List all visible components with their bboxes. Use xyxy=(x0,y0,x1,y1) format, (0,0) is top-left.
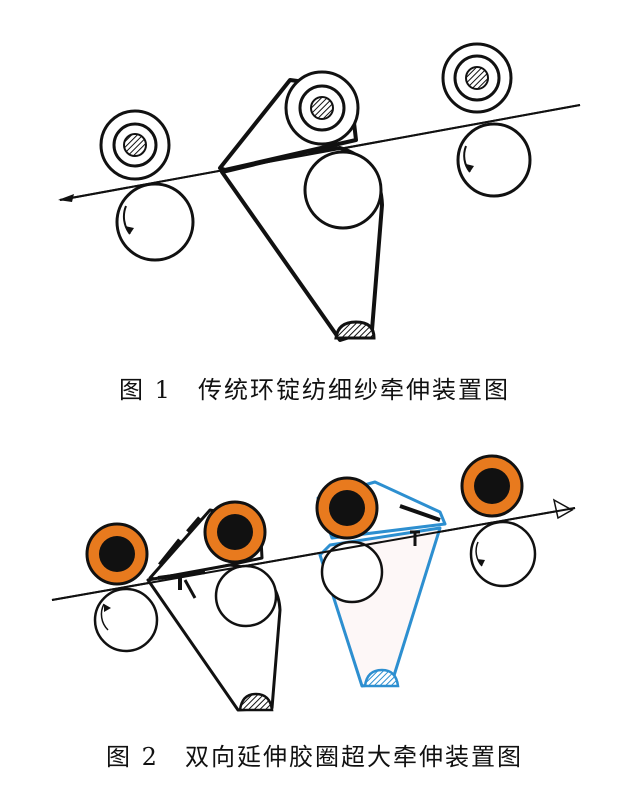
back-top-roller xyxy=(460,454,524,518)
front-bottom-roller xyxy=(93,587,159,653)
front-top-roller xyxy=(85,522,149,586)
blue-tension-bar xyxy=(363,668,400,688)
figure-2-diagram xyxy=(51,454,576,712)
figure-1-label: 图 1 xyxy=(119,376,172,404)
figure-2-caption: 图 2 双向延伸胶圈超大牵伸装置图 xyxy=(0,737,629,772)
back-bottom-roller xyxy=(469,520,537,588)
yarn-arrow-icon xyxy=(552,498,574,520)
back-bottom-roller xyxy=(456,122,532,198)
tension-bar xyxy=(334,320,376,340)
back-top-roller xyxy=(441,42,513,114)
rotation-arrow-icon xyxy=(100,603,109,631)
figure-2-label: 图 2 xyxy=(106,743,159,771)
rotation-arrow-icon xyxy=(463,145,471,173)
front-top-roller xyxy=(99,109,171,181)
figure-1-traditional-drafting xyxy=(0,0,629,360)
black-tension-bar xyxy=(238,692,274,712)
blue-apron-assembly xyxy=(315,476,447,688)
blue-top-roller xyxy=(315,476,379,540)
figure-1-title: 传统环锭纺细纱牵伸装置图 xyxy=(197,376,510,404)
figure-2-super-draft xyxy=(0,420,629,740)
middle-apron-assembly xyxy=(218,70,384,342)
figure-2-title: 双向延伸胶圈超大牵伸装置图 xyxy=(184,743,523,771)
black-bottom-roller xyxy=(214,564,278,628)
rotation-arrow-icon xyxy=(122,205,131,235)
black-top-roller xyxy=(203,500,267,564)
middle-bottom-roller xyxy=(303,150,383,230)
front-bottom-roller xyxy=(115,182,195,262)
blue-bottom-roller xyxy=(320,540,384,604)
middle-top-roller xyxy=(284,70,360,146)
black-apron-assembly xyxy=(146,500,282,712)
figure-1-caption: 图 1 传统环锭纺细纱牵伸装置图 xyxy=(0,370,629,405)
rotation-arrow-icon xyxy=(475,541,483,567)
figure-1-diagram xyxy=(58,42,581,342)
